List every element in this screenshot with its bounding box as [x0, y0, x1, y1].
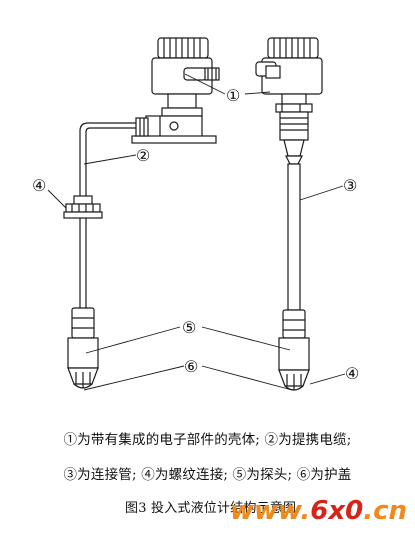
callout-4-left: ④	[32, 176, 46, 195]
callout-4-right: ④	[345, 364, 359, 383]
left-cable	[79, 218, 87, 308]
left-cable-pipe	[79, 117, 149, 196]
left-housing	[131, 37, 220, 144]
watermark-suffix: .cn	[363, 496, 408, 526]
callout-6: ⑥	[184, 357, 198, 376]
watermark-logo: www.6x0.cn	[230, 496, 415, 532]
legend-line-2: ③为连接管; ④为螺纹连接; ⑤为探头; ⑥为护盖	[63, 467, 352, 483]
right-probe	[278, 309, 310, 391]
figure-caption: 图3 投入式液位计结构示意图	[125, 501, 297, 516]
watermark-prefix: www.	[230, 496, 311, 526]
watermark-brand: 6x0	[310, 496, 364, 526]
legend-line-1: ①为带有集成的电子部件的壳体; ②为提携电缆;	[63, 432, 352, 448]
callout-5: ⑤	[182, 318, 196, 337]
callout-1: ①	[226, 86, 240, 105]
callout-2: ②	[136, 146, 150, 165]
right-connection-tube	[287, 163, 301, 311]
right-housing	[255, 37, 323, 165]
left-probe	[67, 307, 99, 389]
left-thread-connector	[63, 195, 103, 219]
leader-lines	[47, 73, 346, 391]
callout-3: ③	[343, 176, 357, 195]
